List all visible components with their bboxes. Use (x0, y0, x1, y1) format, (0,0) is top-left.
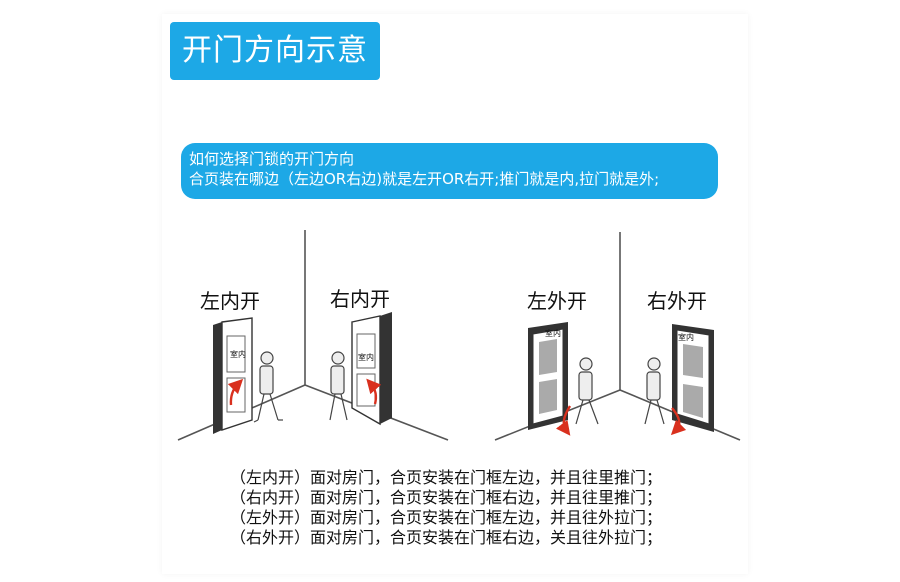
wall-lines (177, 230, 741, 441)
door-illustration: 室内 室内 室内 (177, 230, 741, 441)
description-left-out: （左外开）面对房门，合页安装在门框左边，并且往外拉门； (230, 508, 663, 527)
room-label-3: 室内 (545, 328, 561, 338)
description-list: （左内开）面对房门，合页安装在门框左边，并且往里推门； （右内开）面对房门，合页… (230, 468, 662, 548)
page-title: 开门方向示意图 (170, 22, 380, 126)
person-1 (253, 351, 283, 423)
room-label-2: 室内 (358, 352, 374, 362)
info-line-1: 如何选择门锁的开门方向 (189, 150, 355, 168)
door-right-out: 室内 (670, 324, 714, 436)
info-banner: 如何选择门锁的开门方向 合页装在哪边（左边OR右边)就是左开OR右开;推门就是内… (181, 143, 718, 199)
room-label-1: 室内 (230, 349, 246, 359)
info-line-2: 合页装在哪边（左边OR右边)就是左开OR右开;推门就是内,拉门就是外; (189, 170, 660, 188)
door-label-right-in: 右内开 (330, 287, 390, 311)
door-left-in: 室内 (213, 317, 253, 434)
description-left-in: （左内开）面对房门，合页安装在门框左边，并且往里推门； (230, 468, 663, 487)
person-4 (644, 357, 665, 425)
person-3 (575, 357, 599, 425)
room-label-4: 室内 (678, 332, 694, 342)
door-right-in: 室内 (351, 312, 392, 426)
door-label-right-out: 右外开 (647, 289, 707, 313)
person-2 (329, 351, 348, 421)
door-label-left-out: 左外开 (527, 289, 587, 313)
door-left-out: 室内 (528, 322, 572, 436)
description-right-out: （右外开）面对房门，合页安装在门框右边，关且往外拉门； (230, 528, 663, 547)
content-card (162, 14, 748, 574)
door-label-left-in: 左内开 (200, 289, 260, 313)
description-right-in: （右内开）面对房门，合页安装在门框右边，并且往里推门； (230, 488, 663, 507)
